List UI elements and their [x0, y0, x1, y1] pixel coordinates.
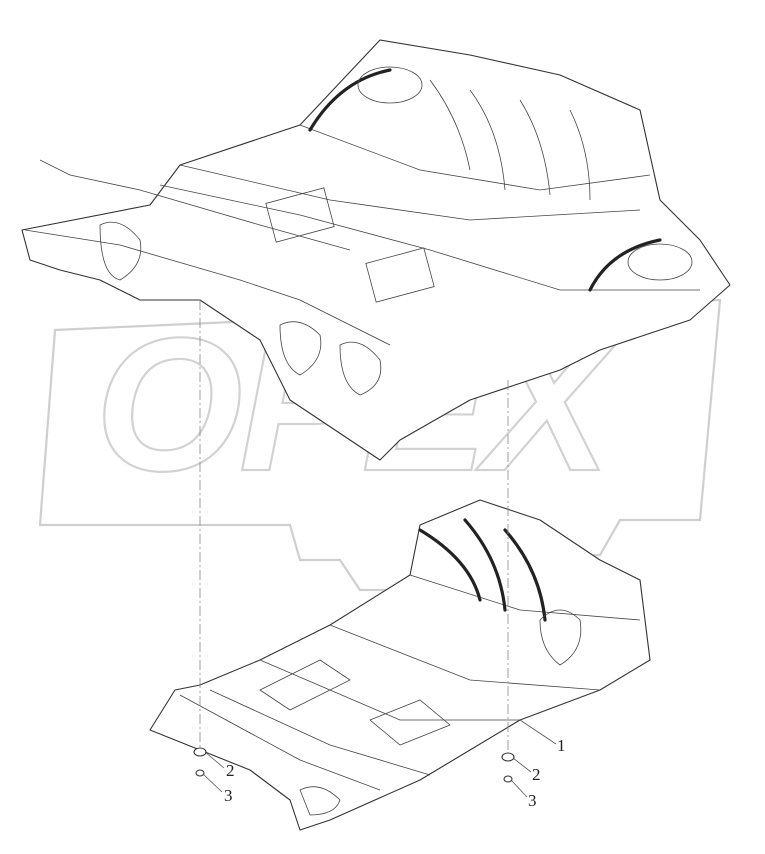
leader-line-1 [519, 719, 557, 745]
callout-2-left: 2 [226, 761, 235, 780]
rear-floor-panel-part-1 [149, 499, 651, 831]
nut-left-part-3 [195, 769, 205, 777]
leader-line-2-left [204, 751, 225, 769]
callout-3-left: 3 [224, 786, 233, 805]
callout-3-right: 3 [528, 791, 537, 810]
nut-right-part-3 [503, 775, 513, 783]
leader-line-2-right [512, 757, 532, 773]
leader-line-3-left [202, 773, 223, 793]
leader-line-3-right [510, 779, 528, 798]
floor-pan-assembly [21, 39, 731, 461]
washer-left-part-2 [193, 747, 207, 757]
callout-1: 1 [557, 736, 566, 755]
washer-right-part-2 [501, 752, 515, 762]
callout-2-right: 2 [532, 765, 541, 784]
